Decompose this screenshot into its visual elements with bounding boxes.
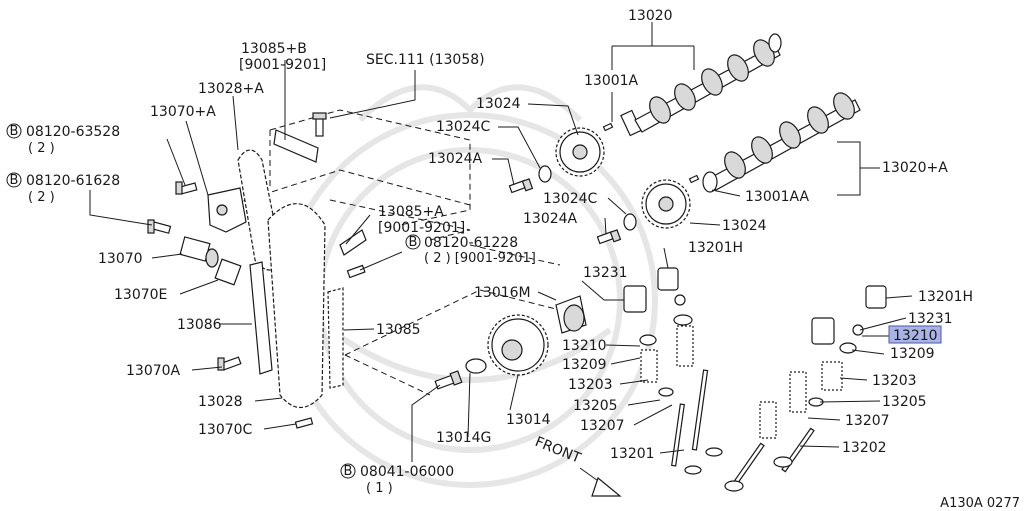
tensioner-13070a	[207, 187, 247, 233]
label-13024c-mid[interactable]: 13024C	[543, 191, 598, 207]
label-13016m[interactable]: 13016M	[474, 285, 531, 301]
bolt-63528	[175, 181, 198, 195]
svg-text:B: B	[10, 124, 19, 139]
crank-sprocket-13014	[487, 314, 549, 376]
camshaft-upper	[620, 33, 782, 137]
idler-13016m	[555, 295, 587, 334]
chain-guide-13085b	[273, 129, 319, 163]
label-13070a[interactable]: 13070+A	[150, 104, 216, 120]
label-13070[interactable]: 13070	[98, 251, 143, 267]
label-13070a-lower[interactable]: 13070A	[126, 363, 181, 379]
label-bolt-63528[interactable]: 08120-63528	[26, 124, 120, 140]
bolt-13024a-top	[508, 178, 534, 194]
bolt-marker-06000: B	[340, 463, 356, 479]
label-13201[interactable]: 13201	[610, 446, 655, 462]
label-13024a-top[interactable]: 13024A	[428, 151, 483, 167]
leader-lines	[89, 22, 913, 462]
label-13086[interactable]: 13086	[177, 317, 222, 333]
label-bolt-61628[interactable]: 08120-61628	[26, 173, 120, 189]
label-13024a-mid[interactable]: 13024A	[523, 211, 578, 227]
label-bolt-63528-qty: ( 2 )	[28, 141, 55, 156]
label-bolt-61628-qty: ( 2 )	[28, 190, 55, 205]
timing-chain-13028	[267, 203, 326, 409]
label-13202[interactable]: 13202	[842, 440, 887, 456]
label-13231-left[interactable]: 13231	[583, 265, 628, 281]
washer-13024c-mid	[623, 213, 637, 231]
label-13207-left[interactable]: 13207	[580, 418, 625, 434]
label-13210-left[interactable]: 13210	[562, 338, 607, 354]
label-13205-right[interactable]: 13205	[882, 394, 927, 410]
valve-train-left	[623, 267, 723, 475]
tensioner-13070	[179, 236, 219, 268]
label-13231-right[interactable]: 13231	[908, 311, 953, 327]
bolt-marker-61628: B	[6, 172, 22, 188]
bolt-61628	[147, 219, 172, 234]
label-13014g[interactable]: 13014G	[436, 430, 491, 446]
label-13085a-range: [9001-9201]	[378, 220, 465, 236]
washer-13014g	[465, 358, 487, 374]
dowel-pin-upper	[602, 122, 614, 132]
label-13020a[interactable]: 13020+A	[882, 160, 948, 176]
label-13201h-right[interactable]: 13201H	[918, 289, 973, 305]
cam-sprocket-upper	[555, 127, 605, 177]
highlight-13210	[888, 325, 942, 344]
bolt-13070a-lower	[217, 356, 242, 371]
label-13203-left[interactable]: 13203	[568, 377, 613, 393]
label-13203-right[interactable]: 13203	[872, 373, 917, 389]
label-13014[interactable]: 13014	[506, 412, 551, 428]
svg-text:B: B	[344, 464, 353, 479]
chain-guide-13085a	[339, 229, 367, 256]
part-labels: 13020 13085+B [9001-9201] SEC.111 (13058…	[26, 8, 1020, 511]
label-13085b-range: [9001-9201]	[239, 57, 326, 73]
label-13028a[interactable]: 13028+A	[198, 81, 264, 97]
bolt-marker-61228: B	[405, 234, 421, 250]
label-13024c-top[interactable]: 13024C	[436, 119, 491, 135]
camshaft-lower	[702, 92, 861, 193]
label-bolt-61228-qty: ( 2 ) [9001-9201]	[424, 251, 536, 266]
label-13070c[interactable]: 13070C	[198, 422, 253, 438]
gasket-13070e	[214, 258, 242, 286]
label-13024-mid[interactable]: 13024	[722, 218, 767, 234]
label-13209-left[interactable]: 13209	[562, 357, 607, 373]
washer-13024c-top	[538, 165, 552, 183]
label-13207-right[interactable]: 13207	[845, 413, 890, 429]
label-13028[interactable]: 13028	[198, 394, 243, 410]
label-13085a[interactable]: 13085+A	[378, 204, 444, 220]
bolt-61228	[346, 264, 366, 279]
label-13085b[interactable]: 13085+B	[241, 41, 307, 57]
svg-text:B: B	[10, 173, 19, 188]
bolt-marker-63528: B	[6, 123, 22, 139]
label-bolt-06000[interactable]: 08041-06000	[360, 464, 454, 480]
label-13001aa[interactable]: 13001AA	[745, 189, 810, 205]
bolt-sec111	[312, 112, 327, 137]
label-13210-right[interactable]: 13210	[893, 328, 938, 344]
label-bolt-61228[interactable]: 08120-61228	[424, 235, 518, 251]
label-13020[interactable]: 13020	[628, 8, 673, 24]
bolt-13070c	[294, 417, 314, 429]
label-13201h-left[interactable]: 13201H	[688, 240, 743, 256]
cam-sprocket-lower	[641, 179, 691, 229]
label-13070e[interactable]: 13070E	[114, 287, 167, 303]
label-13085[interactable]: 13085	[376, 322, 421, 338]
label-sec111[interactable]: SEC.111 (13058)	[366, 52, 485, 68]
label-13001a[interactable]: 13001A	[584, 73, 639, 89]
label-bolt-06000-qty: ( 1 )	[366, 481, 393, 496]
chain-guide-13085	[327, 287, 344, 389]
chain-guide-13086	[249, 261, 273, 375]
label-13209-right[interactable]: 13209	[890, 346, 935, 362]
diagram-code: A130A 0277	[940, 496, 1020, 511]
svg-text:B: B	[409, 235, 418, 250]
label-13024-top[interactable]: 13024	[476, 96, 521, 112]
label-13205-left[interactable]: 13205	[573, 398, 618, 414]
valve-train-right	[724, 285, 887, 492]
bolt-13024a-mid	[596, 229, 622, 245]
front-arrow	[579, 467, 622, 497]
dowel-pin-lower	[688, 174, 700, 184]
